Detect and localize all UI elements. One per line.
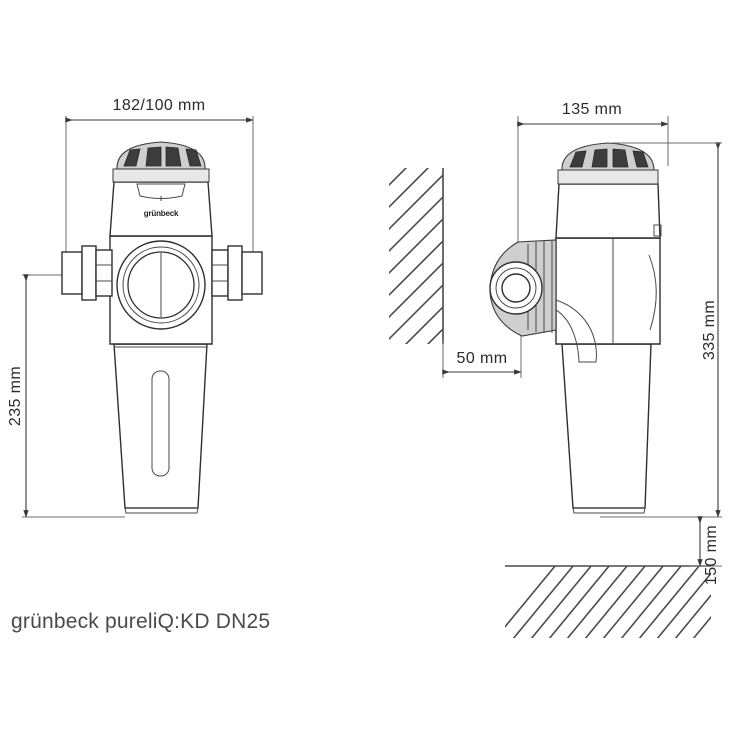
wall-hatching [389,168,443,344]
front-lower-housing-base-band [124,507,199,514]
front-gauge-head [116,240,206,330]
side-width-label: 135 mm [562,101,622,118]
front-lower-housing [113,343,208,509]
front-width-extension-lines [65,116,254,262]
drawing-caption: grünbeck pureliQ:KD DN25 [11,610,270,633]
side-inlet-connector [489,239,557,337]
side-housing-rib [648,254,657,331]
side-drain-scoop [546,299,597,363]
side-upper-housing [555,183,661,239]
floor-clearance-extension-lines [690,516,722,567]
front-left-connector [61,245,113,301]
side-cap-band [557,169,659,185]
front-cap-vents [123,146,202,167]
side-view [389,116,722,638]
front-right-connector [211,245,263,301]
front-height-label: 235 mm [7,366,24,426]
side-lower-housing [561,343,652,509]
front-brand-label: grünbeck [144,209,179,218]
side-housing-latch [653,224,662,237]
side-height-label: 335 mm [701,300,718,360]
floor-hatching [505,566,711,638]
side-cap-vents [569,148,649,168]
front-cap-band [112,168,210,183]
front-view: grünbeck [22,116,263,518]
front-width-label: 182/100 mm [113,97,206,114]
side-cap-top [561,142,655,171]
floor-clearance-label: 150 mm [703,525,720,585]
front-handle-recess [136,183,186,199]
front-sight-glass-slot [151,370,170,477]
wall-offset-label: 50 mm [457,350,508,367]
side-lower-housing-base-band [572,507,646,514]
